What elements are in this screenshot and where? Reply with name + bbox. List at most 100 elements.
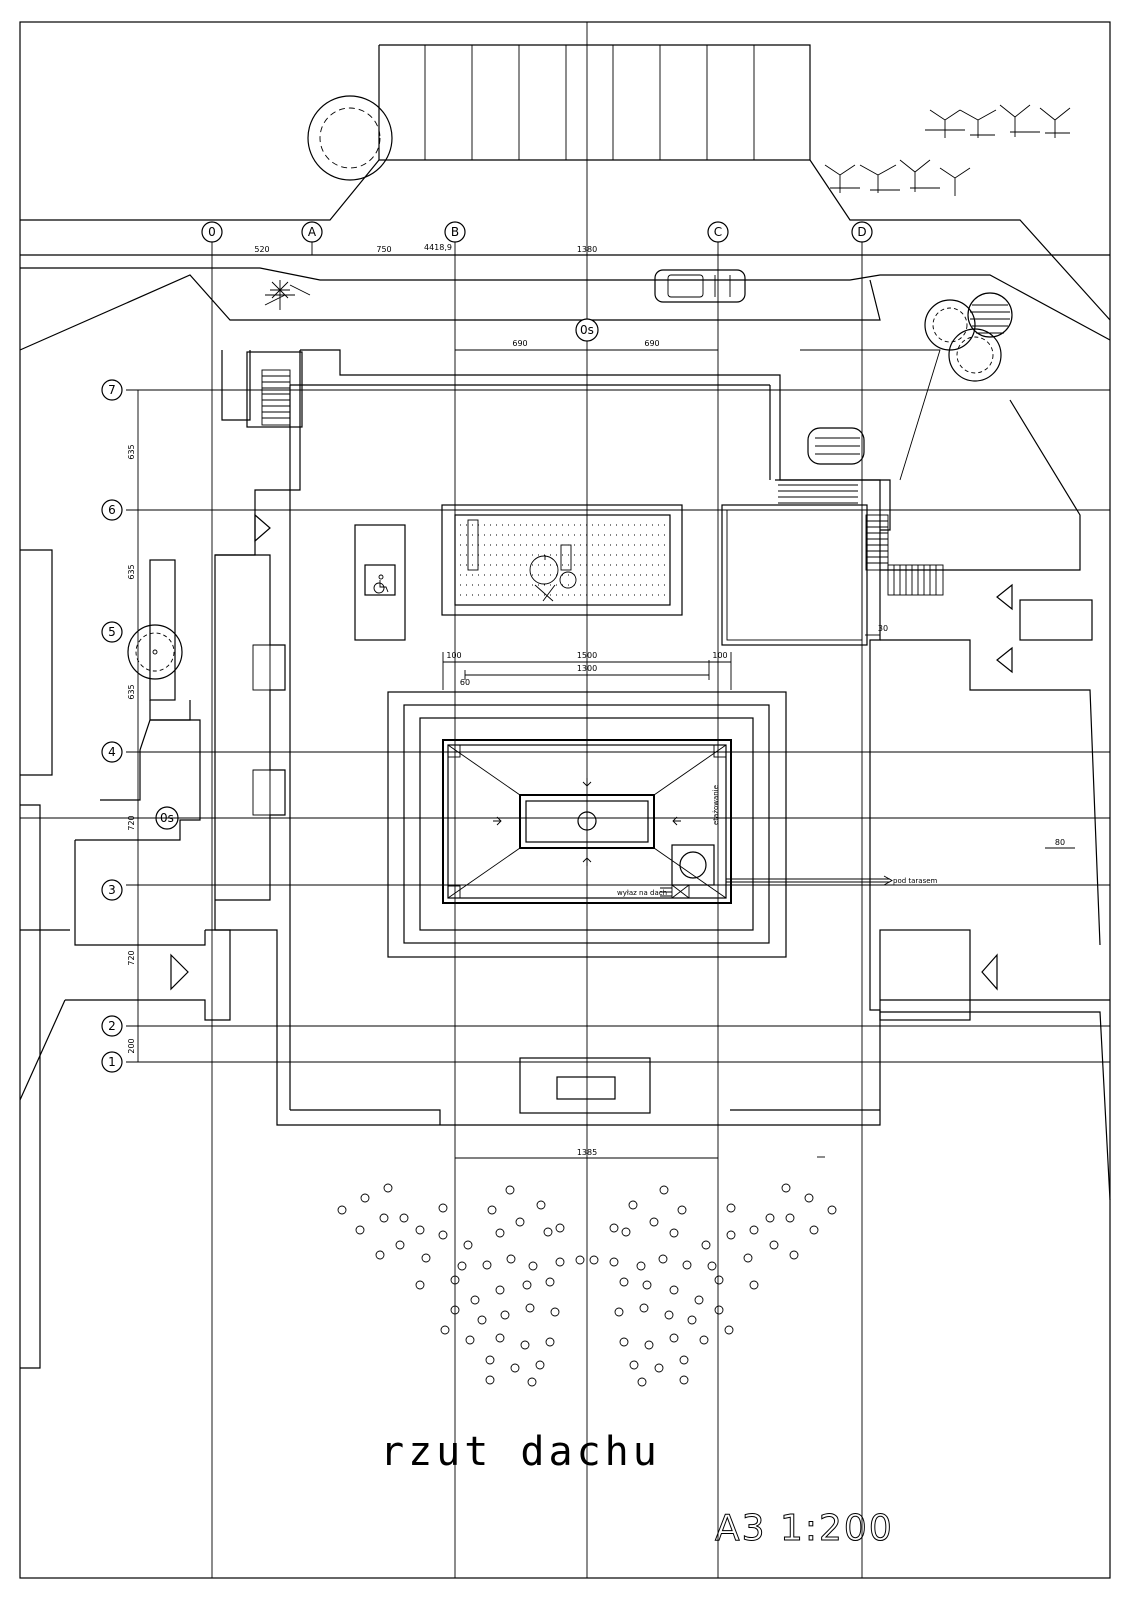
- grove-tree-mark: [535, 1360, 545, 1370]
- axis-row-3: 3: [101, 879, 123, 901]
- grove-tree-mark: [654, 1363, 664, 1373]
- grove-tree-mark: [687, 1315, 697, 1325]
- grove-tree-mark: [550, 1307, 560, 1317]
- grove-tree-mark: [337, 1205, 347, 1215]
- grove-tree-mark: [522, 1280, 532, 1290]
- svg-text:1500: 1500: [577, 651, 597, 660]
- grove-tree-mark: [383, 1183, 393, 1193]
- shrubs-top-right: [824, 104, 1071, 196]
- courtyard-garden: [441, 504, 683, 616]
- svg-text:3: 3: [108, 883, 116, 897]
- svg-text:80: 80: [1055, 838, 1065, 847]
- svg-text:2: 2: [108, 1019, 116, 1033]
- axis-column-c: C: [707, 221, 729, 243]
- svg-text:60: 60: [460, 678, 470, 687]
- note-roof-hatch: wyłaz na dach: [617, 889, 667, 897]
- grove-tree-mark: [438, 1203, 448, 1213]
- car-icon: [654, 269, 746, 303]
- grove-tree-mark: [465, 1335, 475, 1345]
- grove-tree-mark: [785, 1213, 795, 1223]
- grove-tree-mark: [421, 1253, 431, 1263]
- top-dimensions: 520 750 4418,9 1380 690 690: [254, 243, 718, 351]
- grove-tree-mark: [555, 1257, 565, 1267]
- drawing-scale: A3 1:200: [715, 1508, 894, 1549]
- grove-tree-mark: [355, 1225, 365, 1235]
- grove-tree-mark: [500, 1310, 510, 1320]
- grove-tree-mark: [679, 1375, 689, 1385]
- grove-tree-mark: [659, 1185, 669, 1195]
- svg-text:720: 720: [127, 950, 136, 965]
- grove-tree-mark: [457, 1261, 467, 1271]
- axis-column-d: D: [851, 221, 873, 243]
- grove-tree-mark: [399, 1213, 409, 1223]
- svg-text:4: 4: [108, 745, 116, 759]
- axis-row-6: 6: [101, 499, 123, 521]
- axis-column-0: 0: [201, 221, 223, 243]
- grove-tree-mark: [495, 1333, 505, 1343]
- grove-tree-mark: [487, 1205, 497, 1215]
- terrace-right: 30: [721, 349, 1101, 946]
- arrow-marker-left-top: [254, 513, 271, 543]
- grove-tree-mark: [669, 1228, 679, 1238]
- svg-text:5: 5: [108, 625, 116, 639]
- svg-text:635: 635: [127, 684, 136, 699]
- svg-text:100: 100: [712, 651, 727, 660]
- grove-tree-mark: [415, 1225, 425, 1235]
- grove-tree-mark: [510, 1363, 520, 1373]
- lift-box: [354, 524, 406, 641]
- grove-tree-mark: [536, 1200, 546, 1210]
- axis-row-4: 4: [101, 741, 123, 763]
- grove-tree-mark: [545, 1337, 555, 1347]
- grove-tree-mark: [515, 1217, 525, 1227]
- grove-tree-mark: [415, 1280, 425, 1290]
- axis-row-7: 7: [101, 379, 123, 401]
- wheelchair-icon: [373, 574, 389, 594]
- shrub-small: [264, 280, 311, 310]
- svg-text:1385: 1385: [577, 1148, 597, 1157]
- grove-tree-mark: [477, 1315, 487, 1325]
- svg-text:7: 7: [108, 383, 116, 397]
- street-edges: [19, 159, 1111, 351]
- grove-tree-mark: [781, 1183, 791, 1193]
- svg-text:6: 6: [108, 503, 116, 517]
- grove-tree-mark: [699, 1335, 709, 1345]
- svg-text:1: 1: [108, 1055, 116, 1069]
- grove-tree-mark: [463, 1240, 473, 1250]
- grove-tree-mark: [743, 1253, 753, 1263]
- svg-text:1300: 1300: [577, 664, 597, 673]
- grove-tree-mark: [505, 1185, 515, 1195]
- grove-tree-mark: [679, 1355, 689, 1365]
- grove-tree-mark: [619, 1277, 629, 1287]
- grove-tree-mark: [707, 1261, 717, 1271]
- svg-text:0s: 0s: [580, 323, 594, 337]
- grove-tree-mark: [360, 1193, 370, 1203]
- grove-tree-mark: [749, 1280, 759, 1290]
- grove-tree-mark: [726, 1230, 736, 1240]
- left-side-structures: [19, 549, 231, 1369]
- grove-tree-mark: [765, 1213, 775, 1223]
- grove-tree-mark: [440, 1325, 450, 1335]
- grove-tree-mark: [701, 1240, 711, 1250]
- grove-tree-mark: [482, 1260, 492, 1270]
- left-dimensions: 635 635 635 720 720 200: [127, 390, 139, 1062]
- svg-text:635: 635: [127, 444, 136, 459]
- right-lower-wing: 80: [879, 838, 1111, 1201]
- grove-tree-mark: [714, 1275, 724, 1285]
- grove-tree-mark: [375, 1250, 385, 1260]
- tree-round: [307, 95, 393, 181]
- grove-tree-mark: [628, 1200, 638, 1210]
- grove-tree-mark: [379, 1213, 389, 1223]
- svg-text:100: 100: [446, 651, 461, 660]
- central-roof: [387, 691, 787, 958]
- sheet-frame: [19, 21, 1111, 1579]
- svg-text:635: 635: [127, 564, 136, 579]
- grove-tree-mark: [677, 1205, 687, 1215]
- grove-tree-mark: [525, 1303, 535, 1313]
- svg-text:C: C: [714, 225, 722, 239]
- grove-tree-mark: [438, 1230, 448, 1240]
- grove-tree-mark: [485, 1355, 495, 1365]
- grove-tree-mark: [506, 1254, 516, 1264]
- grove-tree-mark: [809, 1225, 819, 1235]
- grove-tree-mark: [450, 1305, 460, 1315]
